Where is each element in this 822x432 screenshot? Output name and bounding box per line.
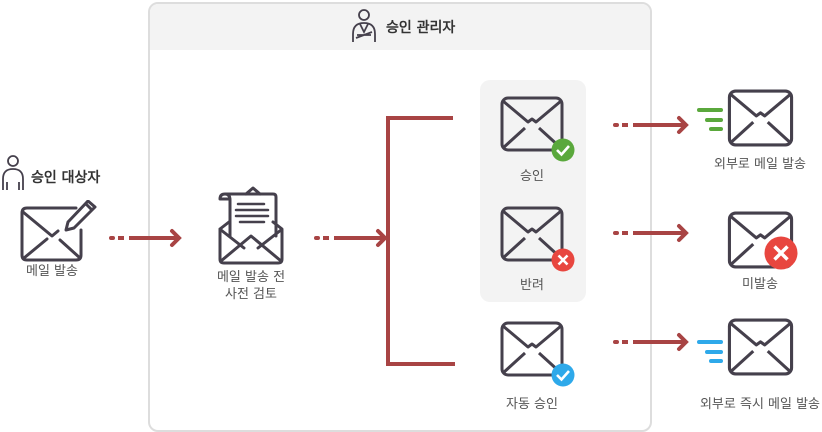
decision-label-reject: 반려 (520, 278, 544, 293)
result-label-send: 외부로 메일 발송 (714, 157, 806, 172)
arrow-approve-to-send (613, 116, 689, 134)
review-label-line2: 사전 검토 (225, 287, 277, 302)
arrow-reject-to-unsent (613, 224, 689, 242)
result-label-instant-send: 외부로 즉시 메일 발송 (699, 397, 821, 412)
send-speed-lines-icon (697, 339, 727, 371)
person-icon (1, 155, 25, 195)
review-label-line1: 메일 발송 전 (216, 270, 286, 285)
arrow-requester-to-review (109, 229, 182, 247)
arrow-review-to-decision (314, 229, 388, 247)
arrow-auto-to-send (613, 333, 689, 351)
check-icon (551, 138, 575, 166)
decision-label-approve: 승인 (520, 169, 544, 184)
check-icon (551, 363, 575, 391)
outgoing-mail-icon (727, 89, 794, 147)
admin-title: 승인 관리자 (386, 20, 456, 36)
result-label-unsent: 미발송 (742, 277, 778, 292)
instant-outgoing-mail-icon (727, 318, 794, 376)
review-mail-icon (216, 186, 286, 266)
admin-header (150, 4, 650, 50)
send-mail-label: 메일 발송 (26, 264, 78, 279)
decision-label-auto: 자동 승인 (506, 397, 558, 412)
auto-approved-mail-icon (500, 321, 564, 377)
send-speed-lines-icon (697, 107, 727, 139)
admin-person-icon (350, 8, 378, 48)
compose-mail-icon (20, 200, 98, 262)
x-icon (764, 236, 798, 274)
decision-bracket (386, 116, 455, 366)
x-icon (551, 248, 575, 276)
requester-title: 승인 대상자 (31, 170, 101, 186)
